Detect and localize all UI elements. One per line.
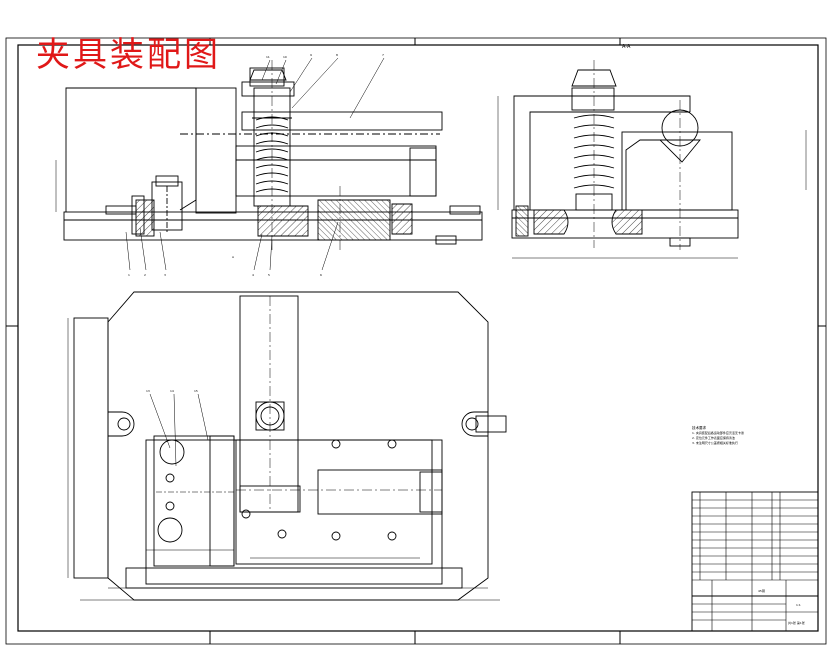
balloon-15: 15 (194, 389, 198, 393)
balloon-1: 1 (128, 273, 130, 277)
balloons-plan: 13 14 15 (146, 389, 198, 393)
drawing-border (5, 37, 827, 645)
balloon-5: 5 (268, 273, 270, 277)
title-block-scale: 1:1 (796, 603, 801, 607)
balloon-6: 6 (320, 273, 322, 277)
technical-notes: 技术要求 1. 夹具装配后各运动部件应灵活无卡滞 2. 定位元件工作表面应保持清… (692, 426, 752, 446)
title-block-sheet: 共1张 第1张 (788, 620, 805, 625)
balloon-4: 4 (252, 273, 254, 277)
balloon-10: 10 (283, 55, 287, 59)
balloon-11: 11 (266, 55, 270, 59)
balloons-top: 11 10 9 8 7 (266, 53, 384, 59)
balloon-7: 7 (382, 53, 384, 57)
balloon-9: 9 (310, 53, 312, 57)
section-label-a-a: A-A (622, 44, 631, 50)
balloon-14: 14 (170, 389, 174, 393)
technical-note-3: 3. 未注明尺寸公差按相关标准执行 (692, 441, 738, 445)
technical-note-2: 2. 定位元件工作表面应保持清洁 (692, 436, 735, 440)
front-view (55, 60, 483, 250)
title-block-material: 45钢 (758, 588, 765, 593)
front-view-leaders (125, 57, 385, 271)
drawing-title: 夹具装配图 (36, 35, 221, 75)
technical-note-1: 1. 夹具装配后各运动部件应灵活无卡滞 (692, 431, 744, 435)
plan-view-leaders (149, 393, 209, 467)
plan-view (67, 291, 507, 601)
technical-notes-heading: 技术要求 (692, 426, 706, 430)
balloon-a: A (232, 255, 235, 259)
side-section-view (497, 60, 807, 259)
balloon-8: 8 (336, 53, 338, 57)
title-block (691, 491, 819, 632)
balloons-bottom: 1 2 3 A 4 5 6 (128, 255, 322, 277)
balloon-3: 3 (164, 273, 166, 277)
balloon-2: 2 (144, 273, 146, 277)
balloon-13: 13 (146, 389, 150, 393)
